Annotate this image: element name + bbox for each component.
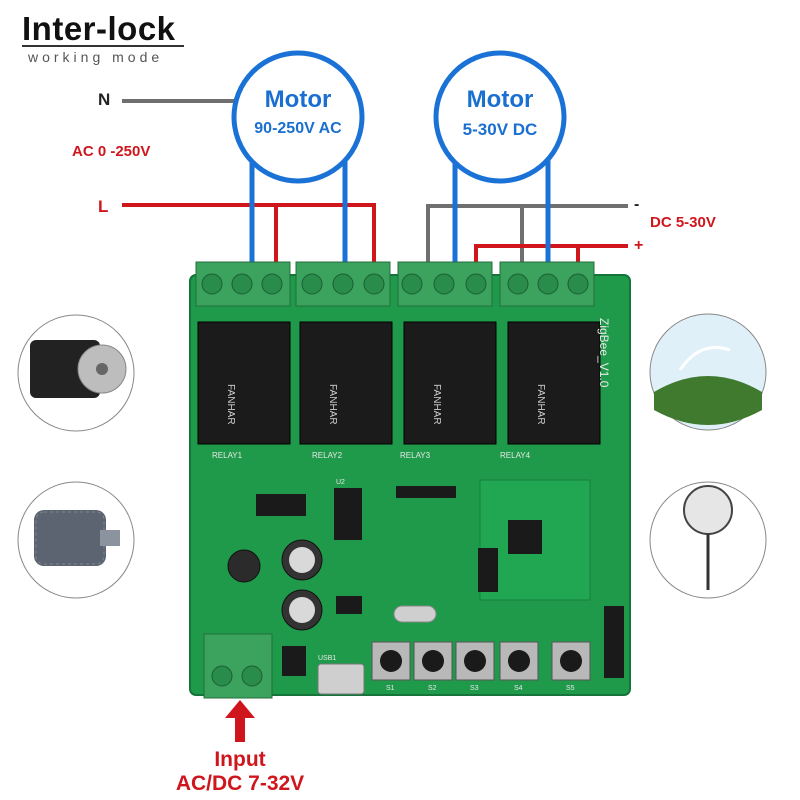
chip-u2 bbox=[334, 488, 362, 540]
motor2-spec: 5-30V DC bbox=[462, 120, 538, 139]
regulator-2 bbox=[282, 646, 306, 676]
relay-2: FANHAR bbox=[299, 321, 393, 445]
button-s4 bbox=[499, 641, 539, 681]
input-label-line2: AC/DC 7-32V bbox=[175, 772, 305, 795]
motor1-spec: 90-250V AC bbox=[254, 120, 342, 137]
dc-minus-label: - bbox=[634, 196, 640, 213]
relay-1: FANHAR bbox=[197, 321, 291, 445]
button-s5 bbox=[551, 641, 591, 681]
live-wire bbox=[122, 203, 376, 262]
dc-plus-label: + bbox=[634, 237, 644, 254]
svg-text:FANHAR: FANHAR bbox=[327, 384, 338, 425]
crystal bbox=[393, 605, 437, 623]
dc-minus-wire bbox=[426, 204, 628, 262]
antenna-coil bbox=[478, 548, 498, 592]
motor2-name: Motor bbox=[466, 86, 534, 113]
terminal-block-1 bbox=[195, 261, 291, 307]
page-title: Inter-lock bbox=[22, 10, 176, 47]
page-subtitle: working mode bbox=[28, 49, 164, 65]
electric-motor-photo bbox=[17, 481, 135, 599]
title-underline bbox=[22, 45, 184, 47]
terminal-block-3 bbox=[397, 261, 493, 307]
svg-text:FANHAR: FANHAR bbox=[431, 384, 442, 425]
ic-left bbox=[256, 494, 306, 516]
relay-label-4: RELAY4 bbox=[500, 451, 531, 460]
neutral-label: N bbox=[98, 90, 111, 109]
button-label-s4: S4 bbox=[514, 685, 523, 692]
motor1-name: Motor bbox=[264, 86, 332, 113]
button-label-s1: S1 bbox=[386, 685, 395, 692]
dc-plus-wire bbox=[474, 244, 628, 262]
chip-label: U2 bbox=[336, 479, 345, 486]
input-terminal bbox=[203, 633, 273, 699]
live-label: L bbox=[98, 197, 109, 216]
motor2-circle bbox=[433, 50, 567, 184]
button-s3 bbox=[455, 641, 495, 681]
side-header bbox=[604, 606, 624, 678]
button-s1 bbox=[371, 641, 411, 681]
usb-label: USB1 bbox=[318, 655, 336, 662]
button-label-s5: S5 bbox=[566, 685, 575, 692]
fan-photo bbox=[649, 481, 767, 599]
relay-4: FANHAR bbox=[507, 321, 601, 445]
relay-label-3: RELAY3 bbox=[400, 451, 431, 460]
capacitor-2-top bbox=[289, 597, 315, 623]
input-label-line1: Input bbox=[214, 748, 266, 771]
relay-label-1: RELAY1 bbox=[212, 451, 243, 460]
pin-header bbox=[396, 486, 456, 498]
motor1-circle bbox=[231, 50, 365, 184]
button-label-s2: S2 bbox=[428, 685, 437, 692]
dc-range-label: DC 5-30V bbox=[650, 214, 716, 231]
regulator-1 bbox=[336, 596, 362, 614]
button-label-s3: S3 bbox=[470, 685, 479, 692]
terminal-block-4 bbox=[499, 261, 595, 307]
relay-label-2: RELAY2 bbox=[312, 451, 343, 460]
svg-text:FANHAR: FANHAR bbox=[535, 384, 546, 425]
inductor bbox=[227, 549, 261, 583]
relay-3: FANHAR bbox=[403, 321, 497, 445]
sprinkler-photo bbox=[649, 313, 767, 431]
ac-range-label: AC 0 -250V bbox=[72, 143, 151, 160]
button-s2 bbox=[413, 641, 453, 681]
module-label: ZigBee_V1.0 bbox=[597, 318, 611, 388]
arrow-head-icon bbox=[225, 700, 255, 718]
motor-photo bbox=[17, 314, 135, 432]
terminal-block-2 bbox=[295, 261, 391, 307]
zigbee-chip bbox=[508, 520, 542, 554]
svg-text:FANHAR: FANHAR bbox=[225, 384, 236, 425]
capacitor-1-top bbox=[289, 547, 315, 573]
usb-port bbox=[317, 663, 365, 695]
input-label: Input AC/DC 7-32V bbox=[150, 748, 330, 796]
arrow-shaft bbox=[235, 716, 245, 742]
